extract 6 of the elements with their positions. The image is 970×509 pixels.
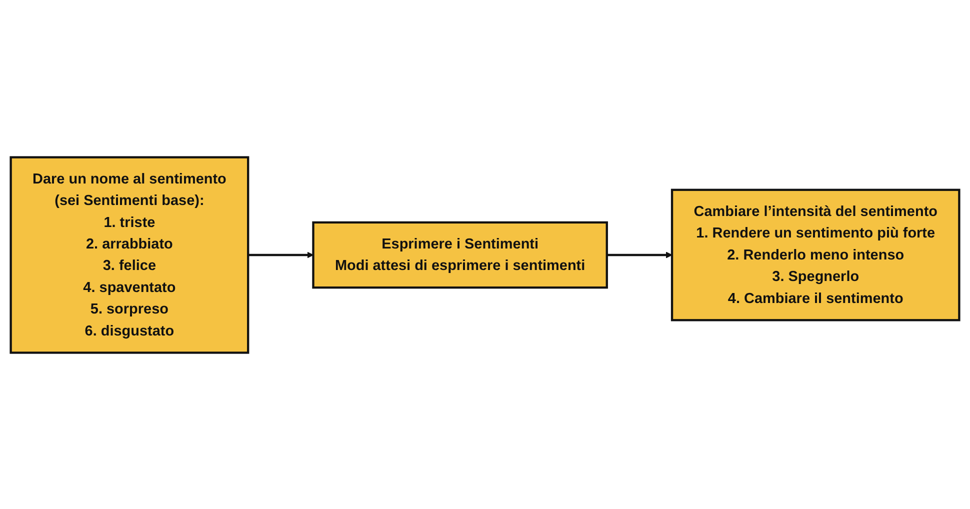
- arrow: [248, 251, 314, 258]
- node-box: [670, 188, 960, 321]
- flowchart: Dare un nome al sentimento (sei Sentimenti base): 1. triste 2. arrabbiato 3. felice 4. spaventato 5. sorpreso 6. disgustato Esprimere i Sentimenti Modi attesi di esprimere i sentimenti Cambiare l’intensità del sentimento 1. Rendere un sentimento più forte 2. Renderlo meno intenso 3. Spegnerlo 4. Cambiare il sentimento: [5, 4, 965, 504]
- arrow: [606, 251, 672, 258]
- node-box: [10, 156, 250, 354]
- node-box: [312, 220, 608, 288]
